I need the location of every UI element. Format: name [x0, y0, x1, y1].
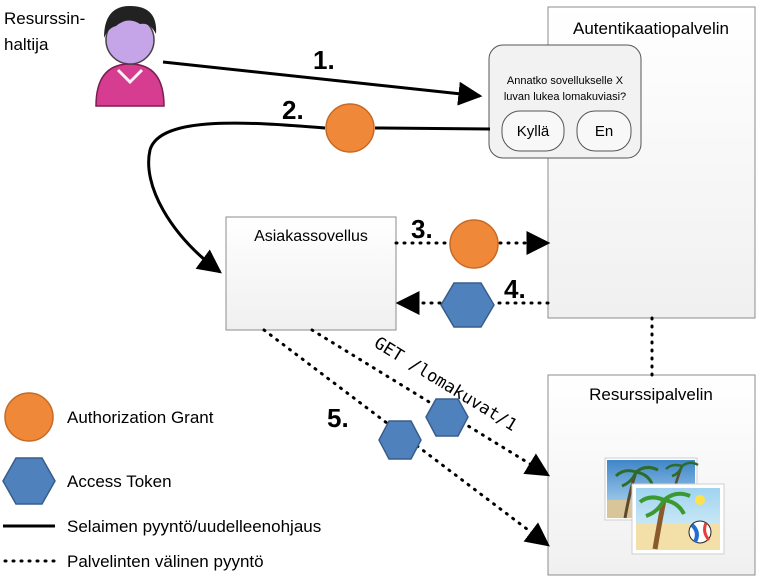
step4-label: 4.	[504, 274, 526, 304]
step1-label: 1.	[313, 45, 335, 75]
step1-browser-arrow	[162, 60, 483, 106]
legend-grant-circle-icon	[4, 392, 54, 442]
vacation-photos-icon	[604, 457, 725, 555]
no-button-label: En	[595, 123, 613, 140]
yes-button-label: Kyllä	[517, 123, 550, 140]
step5-token-hexagon-icon-lower	[378, 420, 422, 460]
resource-owner-label-line2: haltija	[4, 35, 49, 54]
step2-label: 2.	[282, 95, 304, 125]
resource-owner-person-icon	[95, 6, 165, 107]
step5-token-hexagon-icon-upper	[425, 398, 469, 437]
consent-question-line1: Annatko sovellukselle X	[507, 75, 624, 87]
yes-button[interactable]: Kyllä	[501, 110, 565, 152]
auth-server-title: Autentikaatiopalvelin	[573, 19, 729, 38]
step3-grant-circle-icon	[449, 219, 499, 269]
step2-browser-redirect-arrow	[147, 121, 326, 274]
legend: Authorization Grant Access Token Selaime…	[2, 392, 321, 571]
legend-grant-label: Authorization Grant	[67, 408, 214, 427]
legend-server-label: Palvelinten välinen pyyntö	[67, 552, 264, 571]
resource-server-title: Resurssipalvelin	[589, 385, 713, 404]
resource-server-box: Resurssipalvelin	[547, 374, 756, 576]
step2-line-right	[374, 126, 491, 131]
client-app-box: Asiakassovellus	[225, 216, 397, 331]
legend-token-hexagon-icon	[2, 457, 56, 505]
consent-dialog: Annatko sovellukselle X luvan lukea loma…	[488, 44, 642, 159]
step4-token-hexagon-icon	[440, 282, 495, 328]
no-button[interactable]: En	[576, 110, 632, 152]
legend-token-label: Access Token	[67, 472, 172, 491]
resource-owner-label-line1: Resurssin-	[4, 9, 85, 28]
step5-label: 5.	[327, 403, 349, 433]
client-app-title: Asiakassovellus	[254, 228, 368, 245]
step3-label: 3.	[411, 214, 433, 244]
step5-get-request-arrow	[310, 328, 551, 477]
step2-grant-circle-icon	[325, 103, 375, 153]
legend-browser-label: Selaimen pyyntö/uudelleenohjaus	[67, 517, 321, 536]
consent-question-line2: luvan lukea lomakuviasi?	[504, 91, 626, 103]
